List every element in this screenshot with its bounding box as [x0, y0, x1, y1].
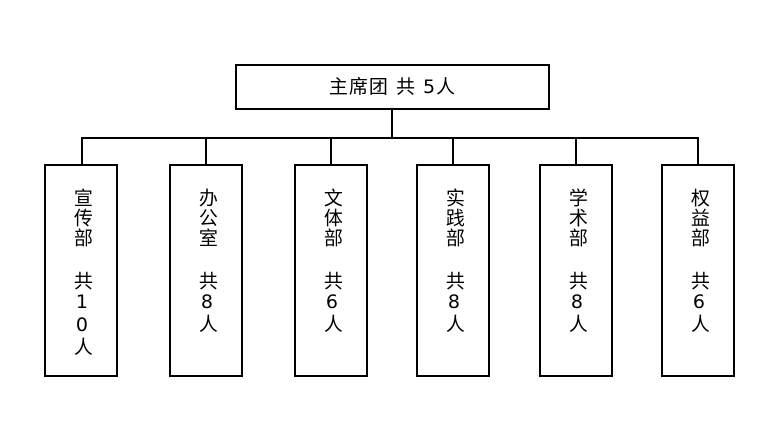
connector-root-stem	[391, 110, 393, 138]
connector-drop-4	[452, 137, 454, 164]
org-node-child-3-label: 文体部 共6人	[320, 188, 343, 334]
connector-drop-6	[697, 137, 699, 164]
connector-drop-1	[81, 137, 83, 164]
connector-horizontal-bus	[82, 137, 698, 139]
org-node-child-4[interactable]: 实践部 共8人	[416, 164, 490, 377]
connector-drop-5	[575, 137, 577, 164]
org-node-root-label: 主席团 共 5人	[328, 75, 457, 98]
org-node-child-1-label: 宣传部 共10人	[70, 188, 93, 357]
connector-drop-3	[330, 137, 332, 164]
org-node-root[interactable]: 主席团 共 5人	[235, 64, 550, 110]
org-node-child-6-label: 权益部 共6人	[687, 188, 710, 334]
org-node-child-2[interactable]: 办公室 共8人	[169, 164, 243, 377]
connector-drop-2	[205, 137, 207, 164]
org-node-child-4-label: 实践部 共8人	[442, 188, 465, 334]
org-node-child-1[interactable]: 宣传部 共10人	[44, 164, 118, 377]
org-node-child-6[interactable]: 权益部 共6人	[661, 164, 735, 377]
org-node-child-3[interactable]: 文体部 共6人	[294, 164, 368, 377]
org-node-child-2-label: 办公室 共8人	[195, 188, 218, 334]
org-node-child-5[interactable]: 学术部 共8人	[539, 164, 613, 377]
org-node-child-5-label: 学术部 共8人	[565, 188, 588, 334]
